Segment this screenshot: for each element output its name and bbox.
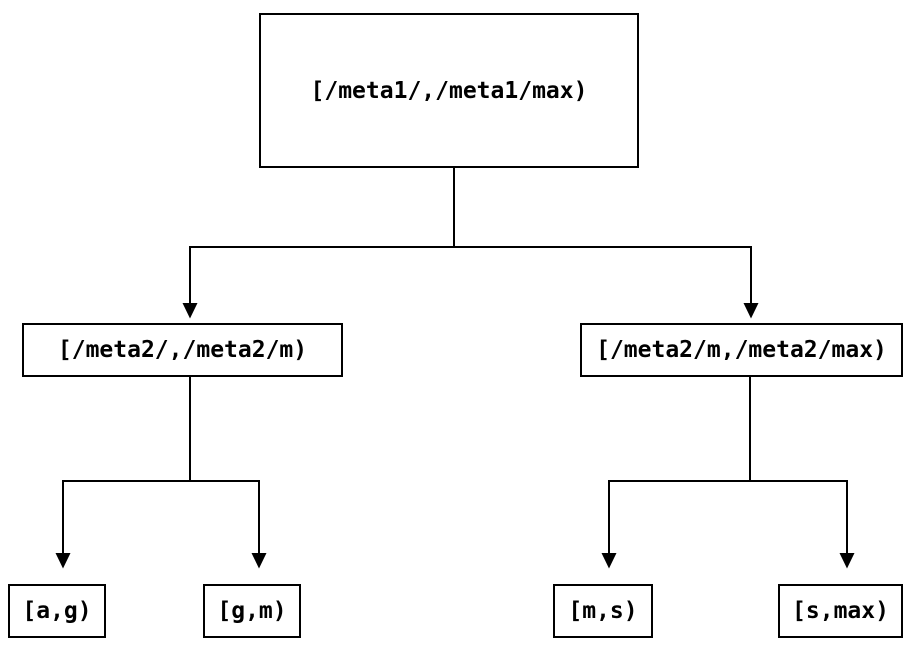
tree-node-leaf-1: [a,g) bbox=[8, 584, 106, 638]
edge-root-to-right-child bbox=[453, 168, 759, 319]
edge-root-to-left-child bbox=[182, 168, 455, 319]
tree-node-root: [/meta1/,/meta1/max) bbox=[259, 13, 639, 168]
tree-node-leaf-2: [g,m) bbox=[203, 584, 301, 638]
tree-node-child-left-label: [/meta2/,/meta2/m) bbox=[57, 337, 308, 363]
tree-node-leaf-4-label: [s,max) bbox=[792, 598, 889, 624]
arrowhead-down-icon bbox=[55, 553, 71, 569]
tree-node-leaf-1-label: [a,g) bbox=[22, 598, 92, 624]
tree-node-leaf-2-label: [g,m) bbox=[217, 598, 287, 624]
edge-right-child-to-leaf-4 bbox=[749, 377, 855, 569]
edge-right-child-to-leaf-3 bbox=[601, 377, 751, 569]
edge-left-child-to-leaf-1 bbox=[55, 377, 191, 569]
tree-node-leaf-3-label: [m,s) bbox=[568, 598, 638, 624]
arrowhead-down-icon bbox=[601, 553, 617, 569]
tree-node-child-left: [/meta2/,/meta2/m) bbox=[22, 323, 343, 377]
arrowhead-down-icon bbox=[251, 553, 267, 569]
tree-node-root-label: [/meta1/,/meta1/max) bbox=[310, 77, 588, 104]
arrowhead-down-icon bbox=[743, 303, 759, 319]
arrowhead-down-icon bbox=[182, 303, 198, 319]
arrowhead-down-icon bbox=[839, 553, 855, 569]
edge-left-child-to-leaf-2 bbox=[189, 377, 267, 569]
tree-node-leaf-4: [s,max) bbox=[778, 584, 903, 638]
tree-node-leaf-3: [m,s) bbox=[553, 584, 653, 638]
tree-node-child-right: [/meta2/m,/meta2/max) bbox=[580, 323, 903, 377]
tree-node-child-right-label: [/meta2/m,/meta2/max) bbox=[596, 337, 887, 363]
